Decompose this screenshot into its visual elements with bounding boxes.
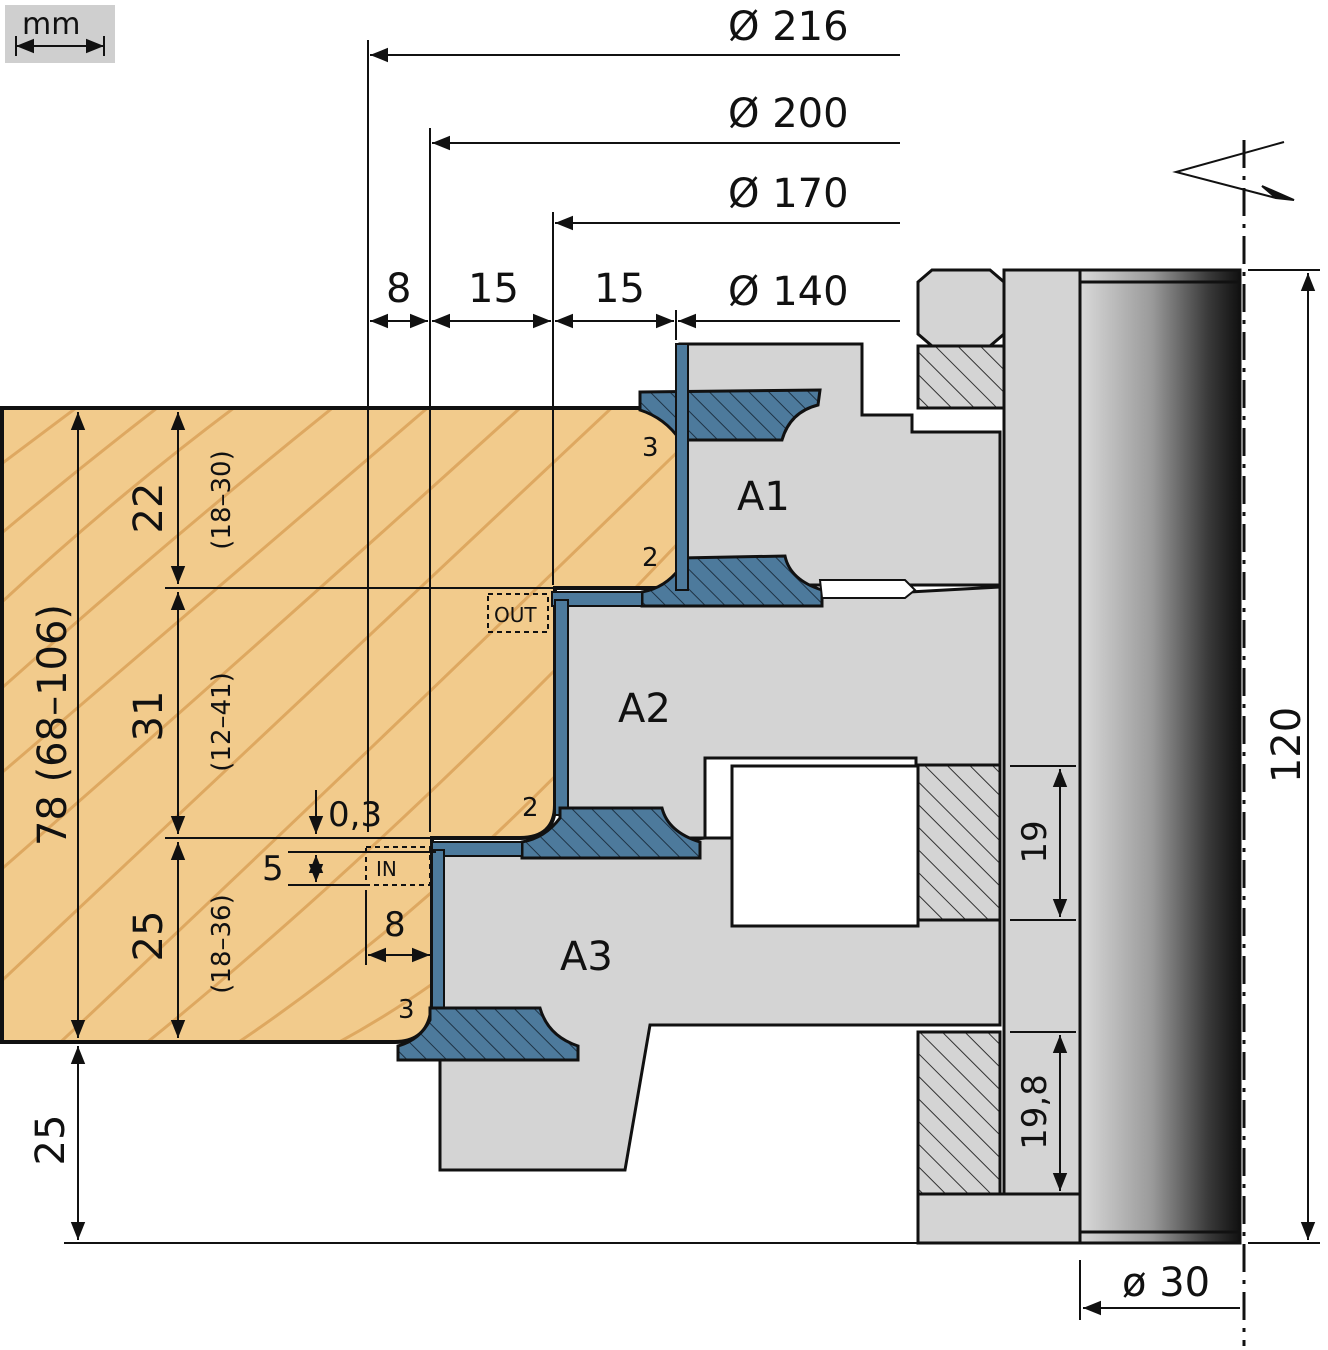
dim-collar-lower: 19,8 bbox=[1015, 1074, 1055, 1150]
dim-width-15a: 15 bbox=[468, 266, 519, 312]
dim-seg2: 31 bbox=[126, 691, 172, 742]
cutter-label-a1: A1 bbox=[737, 474, 790, 520]
dim-step-height: 5 bbox=[262, 849, 284, 889]
dim-seg1-range: (18–30) bbox=[207, 450, 237, 549]
knife-number-1: 3 bbox=[642, 433, 659, 463]
dim-seg2-range: (12–41) bbox=[207, 672, 237, 771]
dim-d216: Ø 216 bbox=[728, 4, 849, 50]
dim-width-8: 8 bbox=[386, 266, 411, 312]
knife-a3 bbox=[396, 1006, 580, 1062]
unit-box bbox=[5, 5, 115, 63]
dim-bottom-offset: 25 bbox=[28, 1115, 74, 1166]
knife-number-2: 2 bbox=[642, 543, 659, 573]
knives bbox=[396, 343, 917, 1062]
dim-step-width: 8 bbox=[384, 905, 406, 945]
in-label: IN bbox=[376, 857, 397, 881]
dim-d200: Ø 200 bbox=[728, 91, 849, 137]
dim-width-15b: 15 bbox=[594, 266, 645, 312]
dim-collar-upper: 19 bbox=[1015, 820, 1055, 863]
dim-total-height: 78 (68–106) bbox=[30, 604, 76, 846]
dim-offset: 0,3 bbox=[328, 795, 382, 835]
out-label: OUT bbox=[494, 603, 537, 627]
rotation-arrow-icon bbox=[1172, 141, 1295, 201]
cutter-label-a2: A2 bbox=[618, 686, 671, 732]
unit-label: mm bbox=[22, 7, 80, 42]
dim-seg3-range: (18–36) bbox=[207, 894, 237, 993]
dim-bore: ø 30 bbox=[1122, 1260, 1210, 1306]
dim-d170: Ø 170 bbox=[728, 171, 849, 217]
dim-seg1: 22 bbox=[126, 483, 172, 534]
knife-a2 bbox=[520, 806, 702, 860]
dim-d140: Ø 140 bbox=[728, 269, 849, 315]
cutter-a3 bbox=[438, 836, 1002, 1196]
unit-legend: mm bbox=[5, 5, 115, 63]
cutter-label-a3: A3 bbox=[560, 934, 613, 980]
dim-seg3: 25 bbox=[126, 911, 172, 962]
spindle bbox=[916, 268, 1242, 1245]
knife-number-4: 3 bbox=[398, 995, 415, 1025]
dim-tool-height: 120 bbox=[1264, 707, 1310, 783]
cutter-a2 bbox=[558, 585, 1002, 928]
knife-number-3: 2 bbox=[522, 793, 539, 823]
